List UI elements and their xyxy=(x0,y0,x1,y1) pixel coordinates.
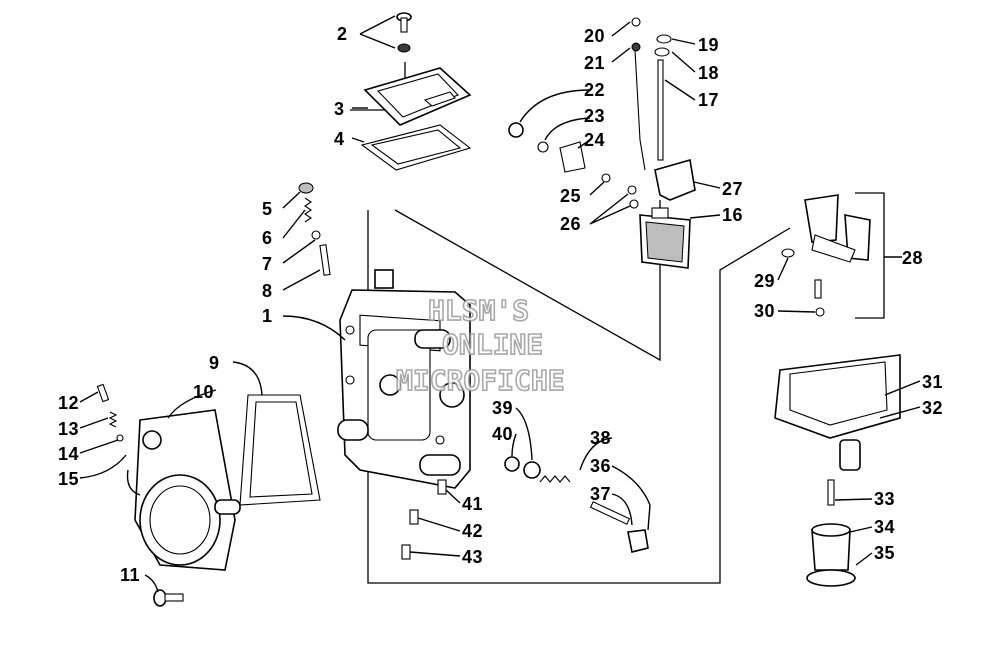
float-valve-assembly-part-28 xyxy=(781,194,871,317)
callout-8: 8 xyxy=(262,281,273,301)
callout-17: 17 xyxy=(698,90,719,110)
callout-numbers: 1 2 3 4 5 6 7 8 9 10 11 12 13 14 15 16 1… xyxy=(58,24,943,585)
callout-5: 5 xyxy=(262,199,273,219)
callout-21: 21 xyxy=(584,53,605,73)
callout-20: 20 xyxy=(584,26,605,46)
gasket-part-4 xyxy=(360,124,472,171)
idle-screw-parts-36-40 xyxy=(504,456,649,553)
callout-12: 12 xyxy=(58,393,79,413)
callout-22: 22 xyxy=(584,80,605,100)
watermark-line-1: HLSM'S xyxy=(428,294,529,327)
callout-13: 13 xyxy=(58,419,79,439)
screw-part-11 xyxy=(153,589,184,607)
throttle-body-part-10 xyxy=(126,409,241,571)
watermark: HLSM'S ONLINE MICROFICHE xyxy=(395,293,565,398)
watermark-line-2: ONLINE xyxy=(442,328,543,361)
adjust-screw-parts-5-8 xyxy=(298,182,331,276)
callout-34: 34 xyxy=(874,517,895,537)
callout-25: 25 xyxy=(560,186,581,206)
callout-29: 29 xyxy=(754,271,775,291)
callout-27: 27 xyxy=(722,179,743,199)
callout-42: 42 xyxy=(462,521,483,541)
float-bowl-parts-31-32 xyxy=(774,354,901,471)
callout-43: 43 xyxy=(462,547,483,567)
callout-6: 6 xyxy=(262,228,273,248)
callout-33: 33 xyxy=(874,489,895,509)
callout-26: 26 xyxy=(560,214,581,234)
drain-parts-33-35 xyxy=(806,479,856,587)
callout-30: 30 xyxy=(754,301,775,321)
watermark-line-3: MICROFICHE xyxy=(396,364,565,397)
callout-16: 16 xyxy=(722,205,743,225)
callout-24: 24 xyxy=(584,130,605,150)
carburetor-body-part-1 xyxy=(337,269,471,489)
screw-part-2 xyxy=(396,12,412,53)
callout-35: 35 xyxy=(874,543,895,563)
callout-7: 7 xyxy=(262,254,273,274)
callout-2: 2 xyxy=(337,24,348,44)
callout-31: 31 xyxy=(922,372,943,392)
leader-lines xyxy=(79,15,921,593)
callout-9: 9 xyxy=(209,353,220,373)
slide-assembly-parts-16-27 xyxy=(508,17,696,269)
spring-parts-12-15 xyxy=(96,383,124,442)
callout-19: 19 xyxy=(698,35,719,55)
top-cover-part-3 xyxy=(363,67,472,126)
callout-23: 23 xyxy=(584,106,605,126)
gasket-part-9 xyxy=(239,394,321,506)
callout-18: 18 xyxy=(698,63,719,83)
callout-38: 38 xyxy=(590,428,611,448)
callout-15: 15 xyxy=(58,469,79,489)
callout-37: 37 xyxy=(590,484,611,504)
callout-11: 11 xyxy=(120,565,140,585)
callout-3: 3 xyxy=(334,99,345,119)
callout-4: 4 xyxy=(334,129,345,149)
callout-41: 41 xyxy=(462,494,483,514)
callout-1: 1 xyxy=(262,306,273,326)
callout-14: 14 xyxy=(58,444,79,464)
callout-10: 10 xyxy=(193,382,214,402)
callout-36: 36 xyxy=(590,456,611,476)
callout-32: 32 xyxy=(922,398,943,418)
callout-40: 40 xyxy=(492,424,513,444)
callout-28: 28 xyxy=(902,248,923,268)
callout-39: 39 xyxy=(492,398,513,418)
